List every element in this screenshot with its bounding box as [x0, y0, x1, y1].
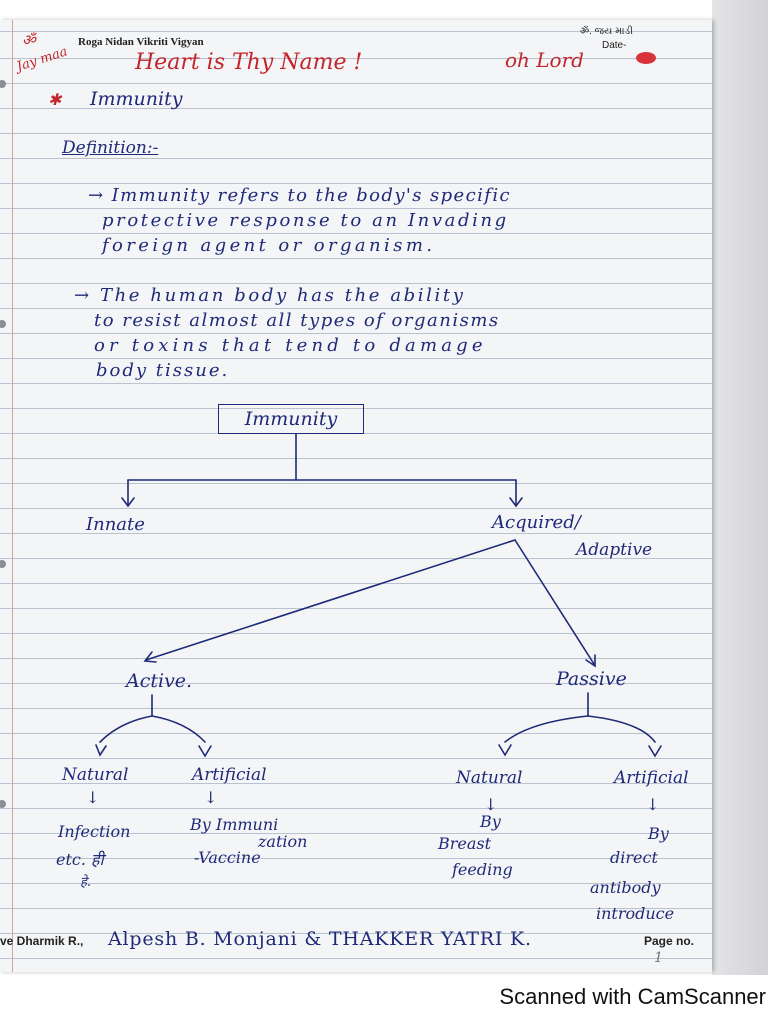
active-natural-label: Natural [62, 765, 129, 785]
author-names: Alpesh B. Monjani & THAKKER YATRI K. [108, 928, 532, 950]
definition-label: Definition:- [62, 138, 159, 158]
binding-hole [0, 80, 6, 88]
acquired-label: Acquired/ [492, 512, 581, 533]
breast-feeding-text: feeding [452, 860, 513, 879]
definition-line: protective response to an Invading [102, 210, 509, 231]
arrowhead [121, 497, 135, 508]
gujarati-mark: ॐ. જય માડી [580, 26, 633, 37]
definition-line: → The human body has the ability [74, 285, 466, 306]
arrowhead [509, 497, 523, 508]
immunization-text: By Immuni [190, 815, 279, 834]
antibody-text: direct [610, 848, 658, 867]
down-arrow: ↓ [86, 788, 100, 807]
antibody-text: introduce [596, 904, 675, 923]
arrowhead [498, 744, 512, 757]
connector-line [145, 539, 516, 661]
active-artificial-label: Artificial [192, 765, 267, 785]
camscanner-watermark: Scanned with CamScanner [499, 984, 766, 1009]
definition-line: foreign agent or organism. [102, 235, 436, 256]
definition-line: to resist almost all types of organisms [94, 310, 500, 331]
arrowhead [648, 745, 662, 758]
active-label: Active. [126, 670, 193, 692]
notebook-page [0, 20, 712, 972]
infection-text: हे. [80, 875, 92, 890]
table-surface [712, 0, 768, 975]
binding-hole [0, 560, 6, 568]
infection-text: etc. ही [56, 850, 104, 869]
tree-root-box: Immunity [218, 404, 364, 434]
adaptive-label: Adaptive [576, 540, 653, 560]
antibody-text: antibody [590, 878, 661, 897]
definition-line: → Immunity refers to the body's specific [88, 185, 511, 206]
date-label: Date- [602, 40, 627, 51]
definition-line: body tissue. [96, 360, 230, 381]
page-title: Immunity [90, 88, 183, 110]
innate-label: Innate [86, 514, 145, 535]
connector-line [504, 715, 589, 743]
connector-line [99, 715, 153, 743]
connector-line [587, 715, 656, 743]
binding-hole [0, 800, 6, 808]
arrowhead [198, 745, 212, 758]
down-arrow: ↓ [204, 788, 218, 807]
passive-label: Passive [556, 668, 627, 690]
heading-bullet: ✱ [48, 90, 62, 109]
down-arrow: ↓ [646, 795, 660, 814]
red-blot [636, 52, 656, 64]
margin-line [12, 20, 13, 972]
binding-hole [0, 320, 6, 328]
breast-feeding-text: By [480, 812, 501, 831]
down-arrow: ↓ [484, 795, 498, 814]
oh-lord-line: oh Lord [505, 48, 584, 72]
connector-line [514, 539, 595, 665]
om-mark: ॐ [22, 31, 36, 49]
antibody-text: By [648, 824, 669, 843]
infection-text: Infection [58, 822, 131, 841]
passive-artificial-label: Artificial [614, 768, 689, 788]
arrowhead [143, 651, 157, 663]
definition-line: or toxins that tend to damage [94, 335, 487, 356]
arrowhead [95, 744, 107, 757]
page-number: 1 [654, 950, 663, 966]
page-number-label: Page no. [644, 934, 695, 948]
breast-feeding-text: Breast [438, 834, 492, 853]
scan-footer [0, 975, 768, 1024]
printed-names: ve Dharmik R., [0, 934, 84, 948]
arrowhead [585, 654, 596, 668]
immunization-text: -Vaccine [194, 848, 261, 867]
immunization-text: zation [258, 832, 308, 851]
passive-natural-label: Natural [456, 768, 523, 788]
heart-line: Heart is Thy Name ! [135, 50, 363, 75]
connector-line [151, 715, 206, 743]
printed-title: Roga Nidan Vikriti Vigyan [78, 36, 204, 48]
